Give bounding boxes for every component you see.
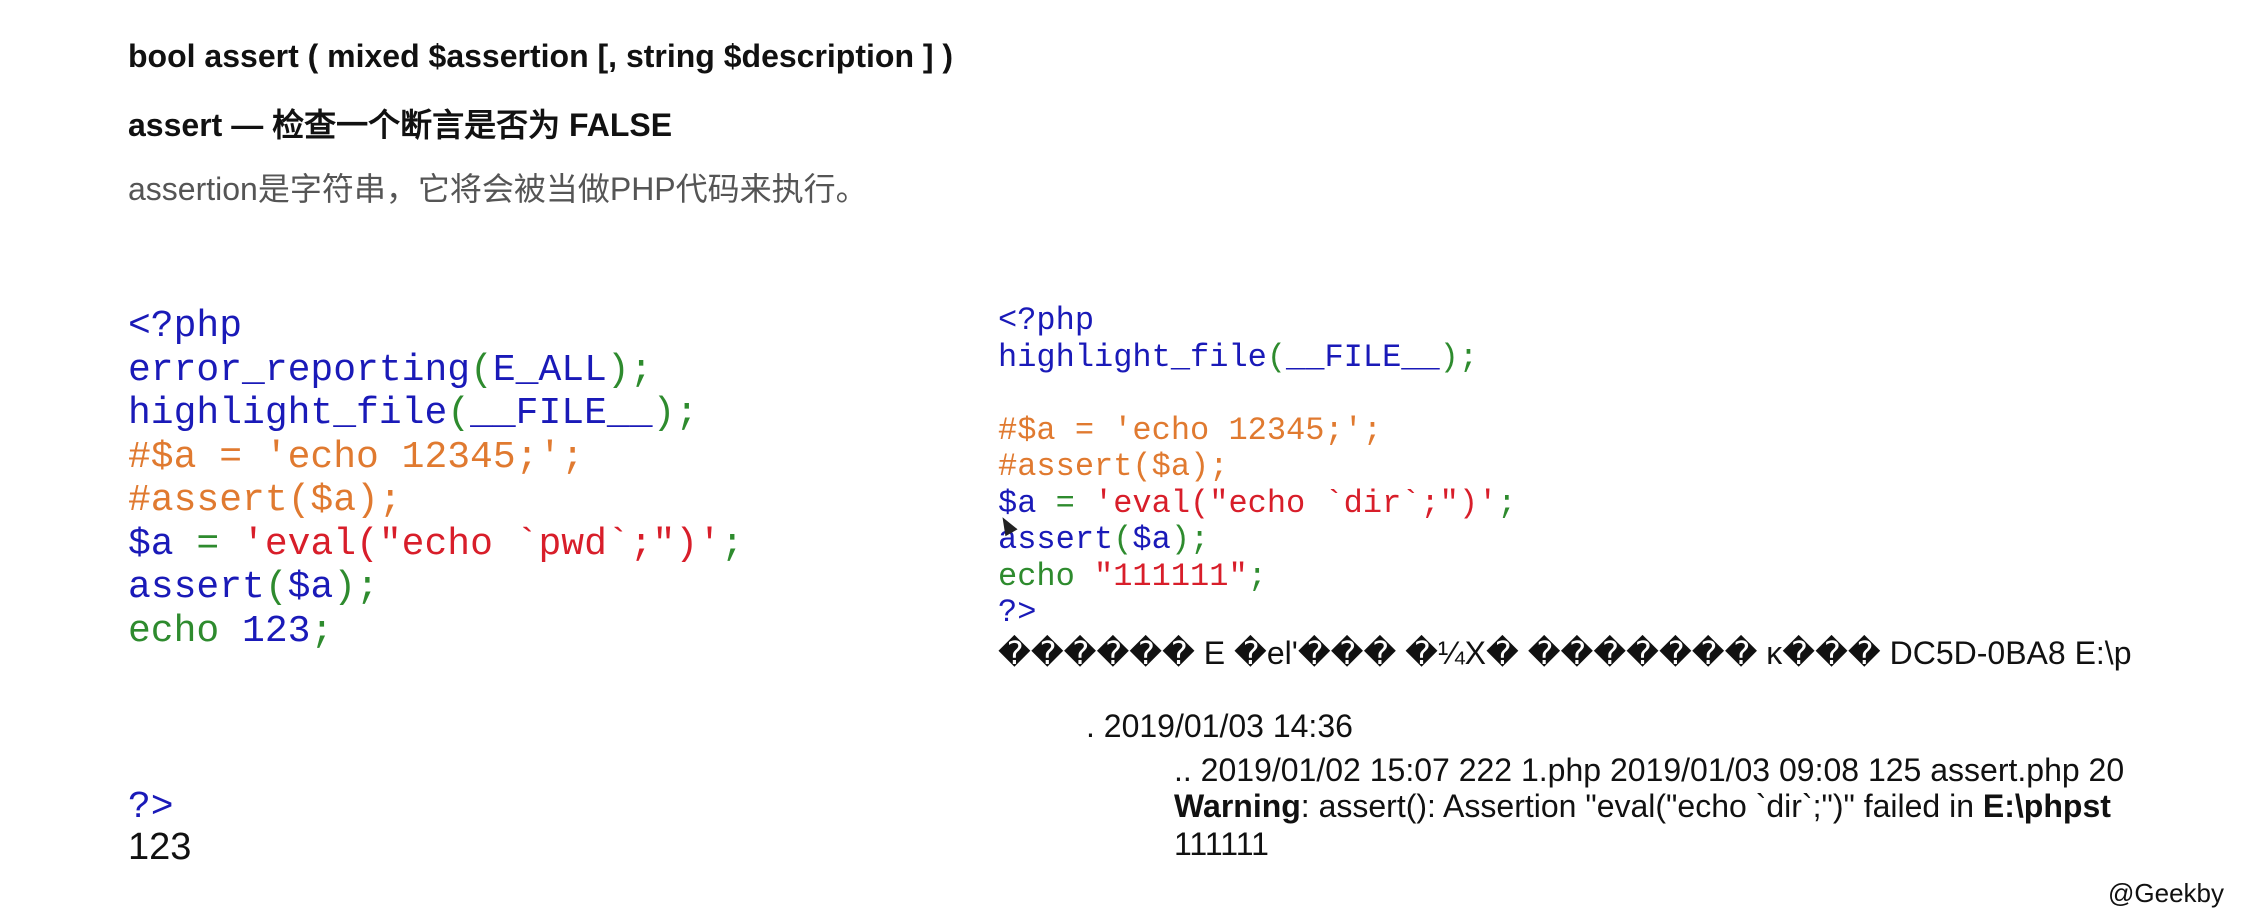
code-token: assert bbox=[998, 521, 1114, 558]
code-line-open-tag: <?php bbox=[128, 305, 243, 348]
code-token: ); bbox=[333, 566, 379, 609]
code-line-highlight-file: highlight_file(__FILE__); bbox=[998, 338, 1516, 377]
warning-message: Warning: assert(): Assertion "eval("echo… bbox=[1174, 788, 2214, 825]
code-token: ); bbox=[1439, 338, 1479, 376]
code-line-comment: #$a = 'echo 12345;'; bbox=[998, 411, 1383, 449]
warning-text: : assert(): Assertion "eval("echo `dir`;… bbox=[1300, 788, 1983, 824]
code-token: $a bbox=[1132, 521, 1171, 558]
code-token: $a bbox=[287, 566, 334, 609]
left-code-block: <?php error_reporting(E_ALL); highlight_… bbox=[128, 305, 744, 653]
code-token: echo bbox=[128, 609, 243, 653]
code-token: 123 bbox=[242, 609, 311, 653]
code-token: error_reporting bbox=[128, 348, 471, 392]
function-title: assert — 检查一个断言是否为 FALSE bbox=[128, 107, 673, 143]
code-line-comment: #assert($a); bbox=[998, 448, 1229, 485]
code-line-blank bbox=[998, 376, 1516, 413]
code-line-comment: #$a = 'echo 12345;'; bbox=[128, 435, 585, 479]
function-signature: bool assert ( mixed $assertion [, string… bbox=[128, 38, 954, 74]
code-token: ( bbox=[1266, 338, 1287, 376]
echo-output: 111111 bbox=[1174, 826, 1269, 862]
dir-output-line: . 2019/01/03 14:36 bbox=[1086, 708, 1353, 744]
code-token: = bbox=[173, 522, 243, 566]
code-line-error-reporting: error_reporting(E_ALL); bbox=[128, 349, 744, 393]
code-token: assert bbox=[128, 566, 265, 609]
function-description: assertion是字符串，它将会被当做PHP代码来执行。 bbox=[128, 171, 868, 207]
code-line-close-tag: ?> bbox=[998, 594, 1037, 631]
code-token: highlight_file bbox=[128, 392, 448, 435]
code-token: ; bbox=[720, 522, 744, 566]
code-token: __FILE__ bbox=[470, 392, 653, 435]
watermark: @Geekby bbox=[2108, 878, 2224, 908]
code-token: ( bbox=[470, 348, 493, 392]
code-line-assignment: $a = 'eval("echo `dir`;")'; bbox=[998, 484, 1517, 523]
code-token: ( bbox=[1113, 521, 1133, 558]
code-token: ( bbox=[264, 566, 288, 609]
code-token: ; bbox=[1497, 484, 1517, 522]
code-token: ( bbox=[447, 392, 471, 435]
code-line-comment: #assert($a); bbox=[128, 479, 402, 522]
code-token: ; bbox=[310, 609, 334, 653]
garbled-output: ������ E �el'��� �¼X� ������� κ��� DC5D-… bbox=[998, 635, 2132, 671]
code-line-assert: assert($a); bbox=[128, 566, 744, 610]
code-token: echo bbox=[998, 557, 1095, 595]
code-line-echo: echo "111111"; bbox=[998, 557, 1516, 596]
right-code-block: <?php highlight_file(__FILE__); #$a = 'e… bbox=[998, 302, 1517, 632]
dir-output-line: .. 2019/01/02 15:07 222 1.php 2019/01/03… bbox=[1174, 752, 2125, 788]
code-token: __FILE__ bbox=[1286, 338, 1440, 376]
code-line-highlight-file: highlight_file(__FILE__); bbox=[128, 392, 744, 436]
code-token: E_ALL bbox=[492, 348, 607, 392]
warning-label: Warning bbox=[1174, 788, 1301, 824]
code-token: 'eval("echo `dir`;")' bbox=[1094, 484, 1498, 522]
left-output: 123 bbox=[128, 826, 192, 868]
code-line-echo: echo 123; bbox=[128, 610, 744, 654]
code-token: ); bbox=[606, 348, 653, 392]
code-token: ); bbox=[652, 392, 699, 435]
code-token: = bbox=[1036, 484, 1095, 522]
warning-path: E:\phpst bbox=[1982, 788, 2111, 824]
code-line-open-tag: <?php bbox=[998, 302, 1095, 339]
code-line-close-tag: ?> bbox=[128, 786, 174, 829]
code-token: ); bbox=[1170, 521, 1210, 558]
code-token: $a bbox=[998, 484, 1037, 522]
code-token: highlight_file bbox=[998, 338, 1267, 376]
code-token: 'eval("echo `pwd`;")' bbox=[242, 522, 721, 566]
code-line-assert: assert($a); bbox=[998, 521, 1516, 559]
code-token: $a bbox=[128, 522, 174, 566]
code-token: ; bbox=[1247, 557, 1267, 595]
code-token: "111111" bbox=[1094, 557, 1248, 595]
code-line-assignment: $a = 'eval("echo `pwd`;")'; bbox=[128, 523, 744, 567]
